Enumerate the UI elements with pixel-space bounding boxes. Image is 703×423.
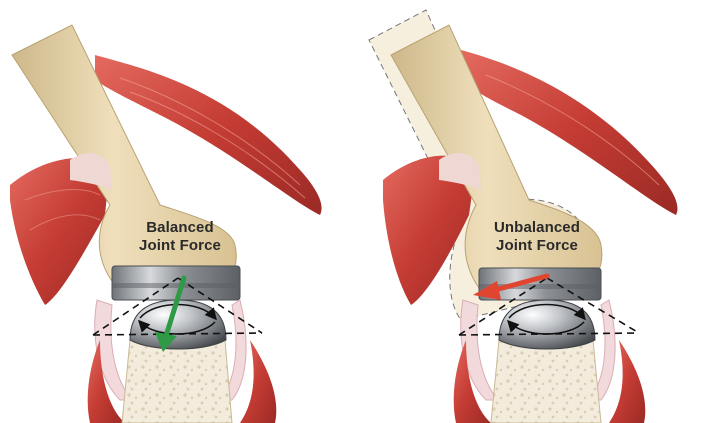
- unbalanced-illustration: [351, 0, 703, 423]
- unbalanced-label-line1: Unbalanced: [477, 219, 597, 237]
- balanced-panel: Balanced Joint Force: [0, 0, 352, 423]
- unbalanced-label-line2: Joint Force: [477, 237, 597, 255]
- balanced-illustration: [0, 0, 352, 423]
- balanced-label-line1: Balanced: [120, 219, 240, 237]
- unbalanced-panel: Unbalanced Joint Force: [351, 0, 703, 423]
- balanced-label: Balanced Joint Force: [120, 219, 240, 255]
- glenoid-bone: [122, 340, 232, 423]
- unbalanced-label: Unbalanced Joint Force: [477, 219, 597, 255]
- balanced-label-line2: Joint Force: [120, 237, 240, 255]
